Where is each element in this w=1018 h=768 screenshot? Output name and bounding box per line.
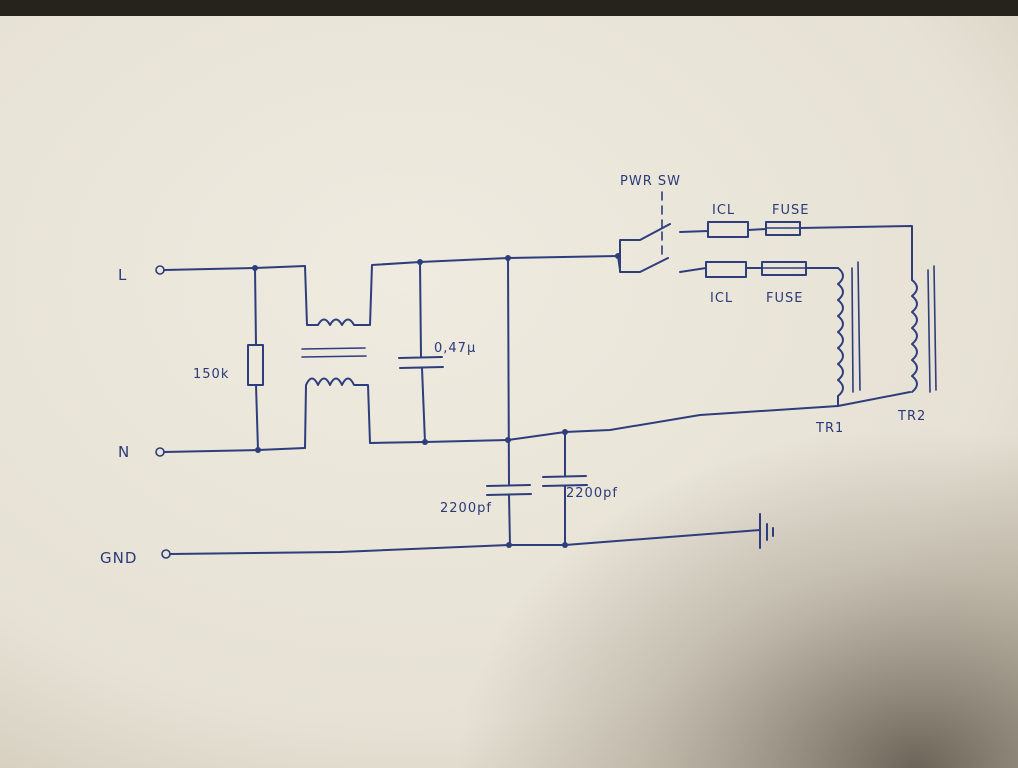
y-capacitor-right (542, 431, 588, 546)
wire-top-branch (679, 225, 913, 281)
label-l: L (118, 266, 127, 284)
icl-top (707, 221, 749, 238)
tr2-core (927, 265, 937, 393)
label-gnd: GND (100, 549, 137, 567)
label-y-capacitor-left: 2200pf (440, 501, 492, 516)
wire-r-bottom (255, 384, 259, 451)
wire-r-top (254, 267, 257, 346)
icl-bottom (705, 261, 747, 278)
label-fuse-bottom: FUSE (766, 291, 803, 306)
label-tr1: TR1 (815, 421, 844, 436)
power-switch (617, 223, 671, 273)
tr1-core (851, 261, 861, 393)
x-capacitor (398, 261, 444, 443)
choke-top-winding (304, 261, 421, 326)
label-tr2: TR2 (897, 409, 926, 424)
y-capacitor-left (486, 257, 532, 546)
label-icl-bottom: ICL (710, 291, 733, 306)
label-n: N (118, 443, 130, 461)
choke-bottom-winding (304, 377, 426, 449)
ground-symbol (759, 513, 774, 549)
tr1-winding (837, 267, 844, 407)
junction (506, 542, 512, 548)
label-x-capacitor: 0,47µ (434, 341, 476, 356)
label-y-capacitor-right: 2200pf (566, 486, 618, 501)
background-strip (0, 0, 1018, 16)
label-fuse-top: FUSE (772, 203, 809, 218)
label-resistor: 150k (193, 367, 229, 382)
tr2-winding (911, 279, 918, 393)
label-icl-top: ICL (712, 203, 735, 218)
label-power-switch: PWR SW (620, 174, 681, 189)
choke-core (301, 347, 367, 358)
junction (562, 542, 568, 548)
wire-bottom-branch (679, 267, 839, 273)
